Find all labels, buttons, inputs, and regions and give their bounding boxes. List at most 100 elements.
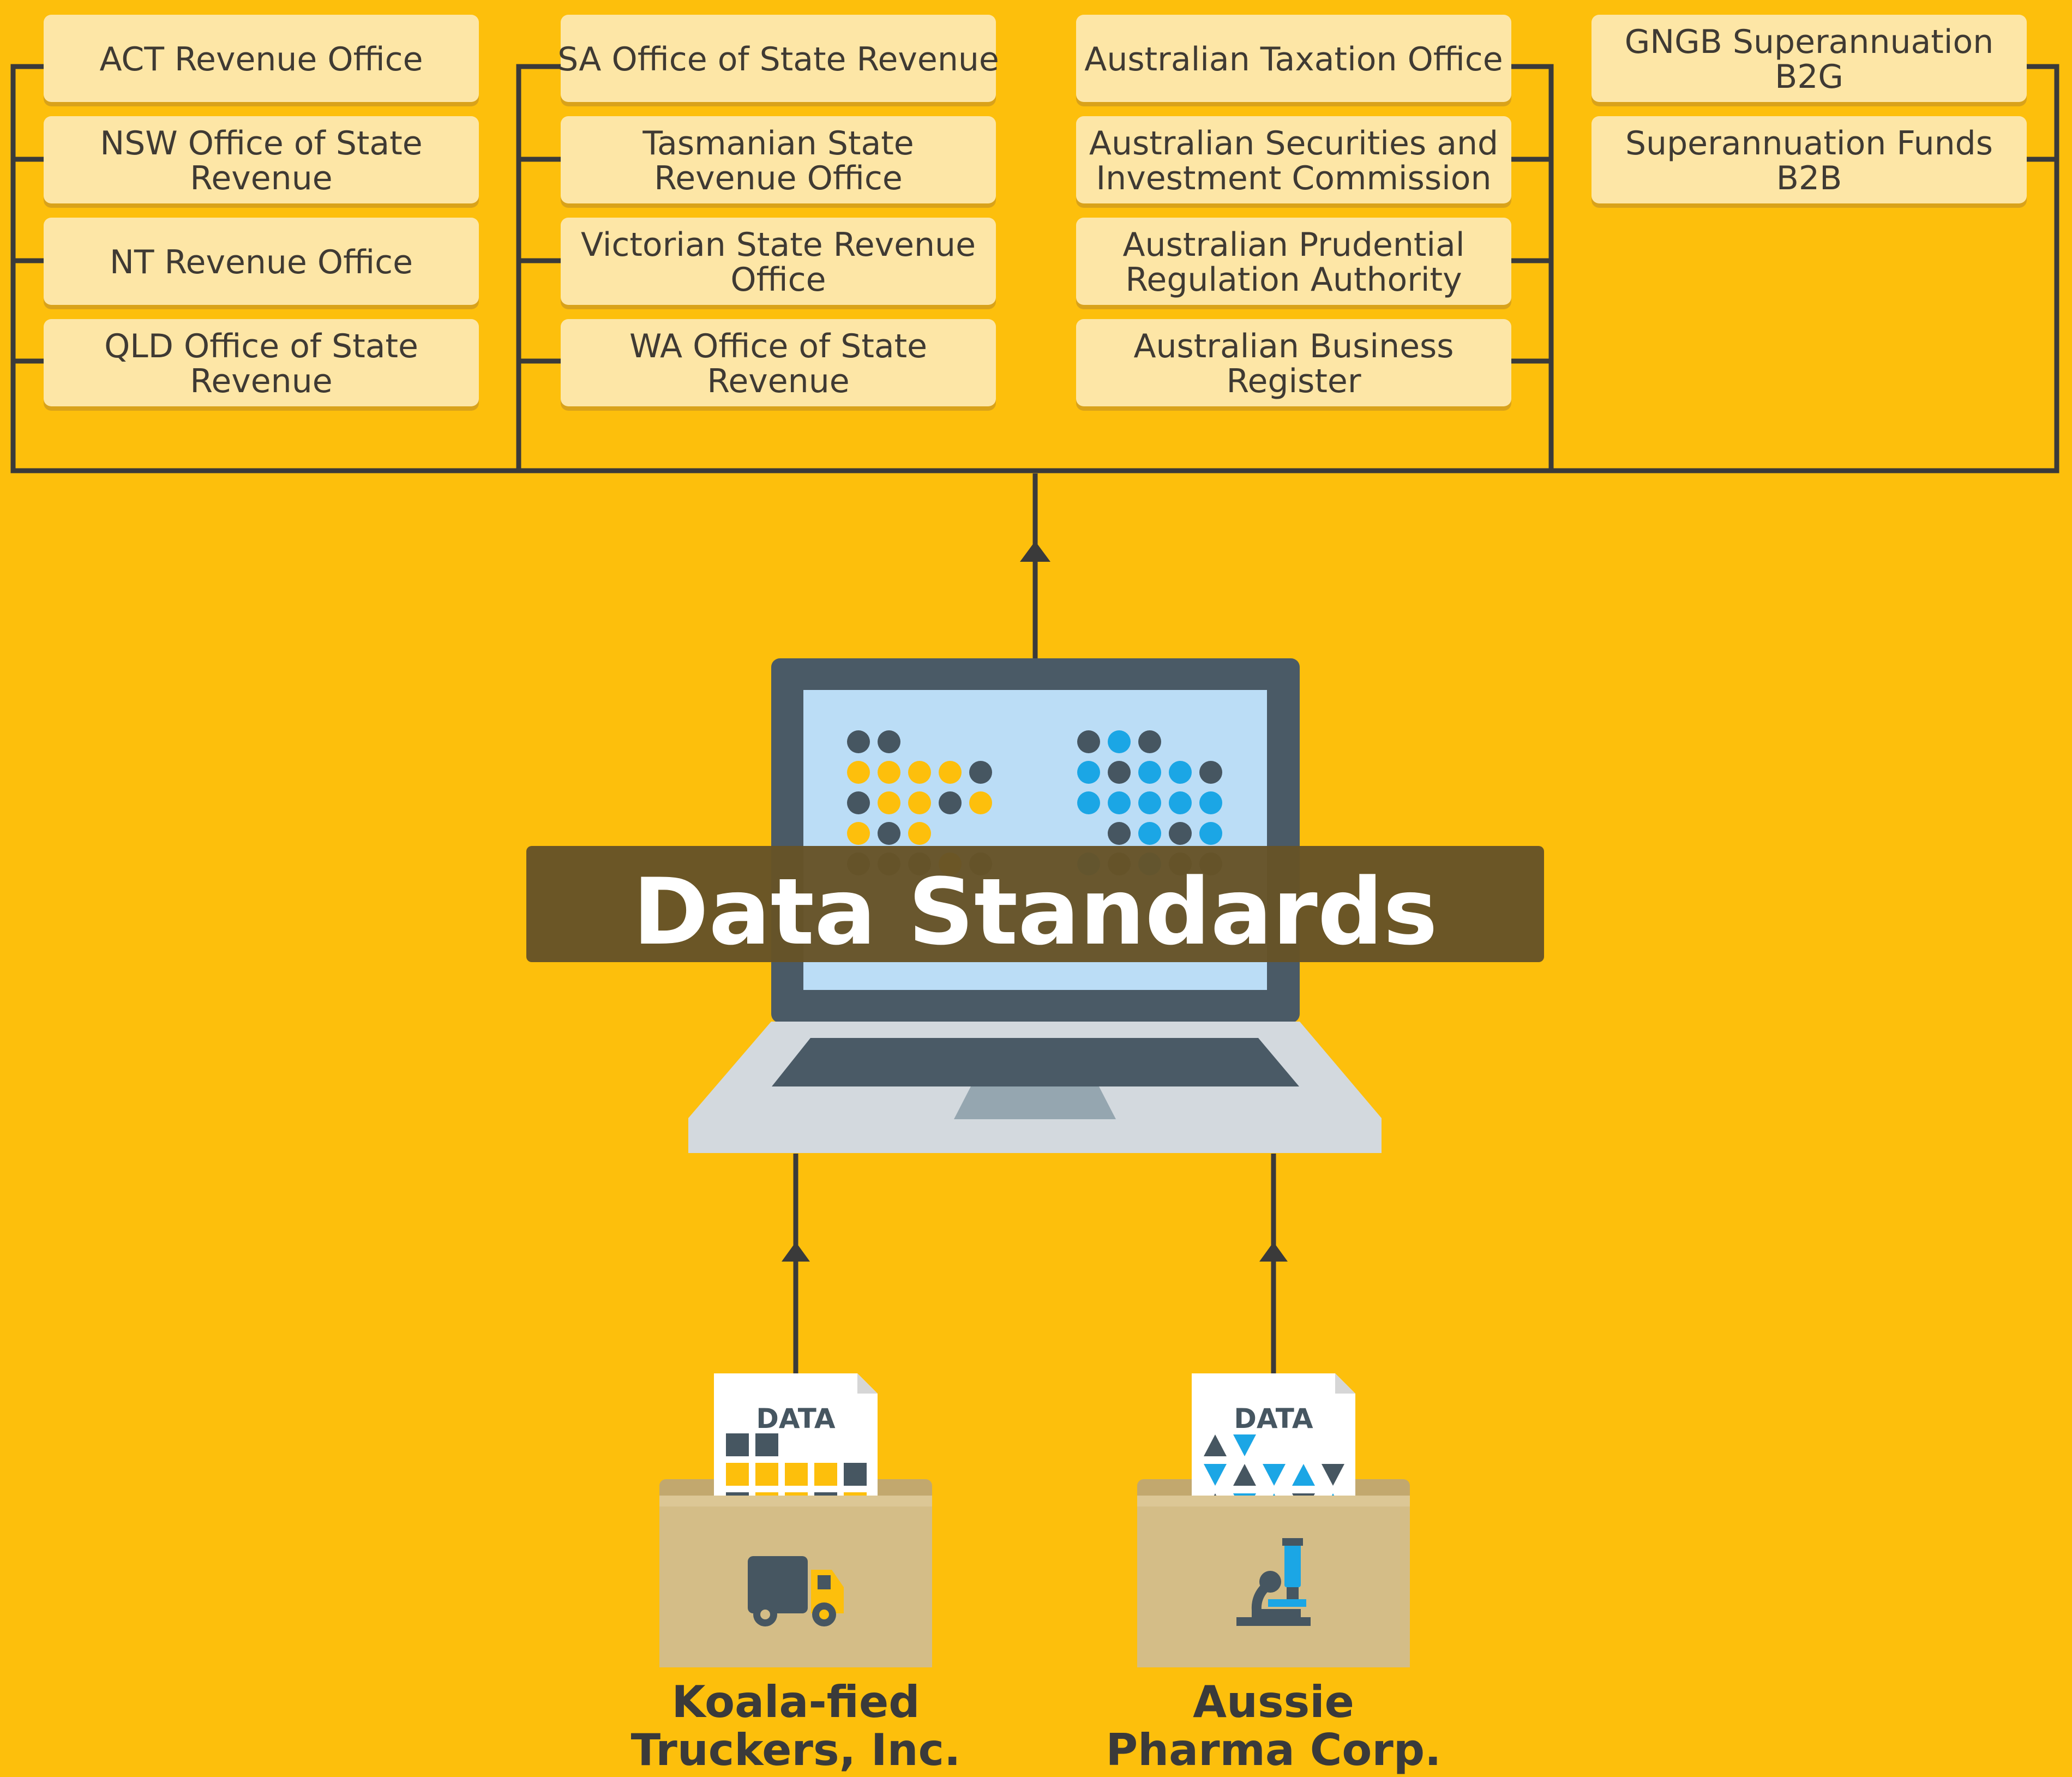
- agency-name: Australian Business: [1133, 327, 1454, 365]
- screen-dot: [1169, 791, 1192, 814]
- doc-data-triangle: [1204, 1434, 1227, 1456]
- screen-dot: [1169, 822, 1192, 845]
- agency-name: Australian Prudential: [1123, 226, 1465, 264]
- agency-name: Investment Commission: [1096, 159, 1491, 197]
- screen-dot: [1138, 791, 1161, 814]
- agency-name: Revenue: [190, 362, 332, 400]
- agency-name: WA Office of State: [629, 327, 927, 365]
- bus-connectors: [10, 64, 2059, 473]
- agency-name: Revenue: [707, 362, 849, 400]
- screen-dot: [908, 822, 931, 845]
- agency-name: Office: [730, 261, 826, 299]
- doc-data-square: [726, 1433, 749, 1456]
- doc-data-square: [844, 1463, 867, 1486]
- screen-dot: [1199, 791, 1222, 814]
- screen-dot: [939, 791, 962, 814]
- screen-dot: [847, 761, 870, 784]
- screen-dot: [1077, 791, 1100, 814]
- agency-name: NT Revenue Office: [110, 243, 413, 281]
- arrow-to-agencies: [1020, 473, 1050, 663]
- screen-dot: [1199, 761, 1222, 784]
- agency-name: QLD Office of State: [104, 327, 418, 365]
- source-name: Pharma Corp.: [1106, 1725, 1442, 1775]
- screen-dot: [1108, 791, 1131, 814]
- agency-name: Australian Securities and: [1089, 124, 1498, 163]
- screen-dot: [1199, 822, 1222, 845]
- agency-box: SA Office of State Revenue: [557, 15, 999, 106]
- hub-title: Data Standards: [633, 859, 1438, 965]
- arrow-from-source-1: [782, 1154, 810, 1373]
- screen-dot: [847, 791, 870, 814]
- screen-dot: [1077, 761, 1100, 784]
- agency-box: ACT Revenue Office: [44, 15, 479, 106]
- source-name: Aussie: [1193, 1677, 1354, 1727]
- agency-name: Revenue Office: [654, 159, 903, 197]
- agency-name: ACT Revenue Office: [99, 40, 423, 79]
- screen-dot: [847, 730, 870, 753]
- agency-name: B2B: [1776, 159, 1842, 197]
- screen-dot: [908, 761, 931, 784]
- screen-dot: [1138, 822, 1161, 845]
- source-name: Truckers, Inc.: [631, 1725, 961, 1775]
- doc-data-triangle: [1204, 1464, 1227, 1486]
- agency-name: B2G: [1775, 58, 1843, 96]
- screen-dot: [1138, 730, 1161, 753]
- agency-name: Superannuation Funds: [1625, 124, 1993, 163]
- doc-data-triangle: [1263, 1464, 1286, 1486]
- agency-name: SA Office of State Revenue: [557, 40, 999, 79]
- agency-name: Tasmanian State: [642, 124, 914, 163]
- agency-name: NSW Office of State: [100, 124, 422, 163]
- screen-dot: [1108, 730, 1131, 753]
- doc-data-square: [785, 1463, 808, 1486]
- agency-name: GNGB Superannuation: [1625, 23, 1993, 61]
- screen-dot: [908, 791, 931, 814]
- doc-data-triangle: [1322, 1464, 1344, 1486]
- screen-dot: [1108, 761, 1131, 784]
- doc-data-square: [814, 1463, 837, 1486]
- agency-name: Australian Taxation Office: [1084, 40, 1503, 79]
- doc-data-square: [755, 1463, 778, 1486]
- screen-dot: [939, 761, 962, 784]
- agency-name: Revenue: [190, 159, 332, 197]
- screen-dot: [1169, 761, 1192, 784]
- screen-dot: [878, 822, 900, 845]
- truck-icon: [748, 1556, 844, 1626]
- agency-name: Regulation Authority: [1125, 261, 1462, 299]
- title-banner: Data Standards: [526, 846, 1544, 965]
- screen-dot: [878, 761, 900, 784]
- screen-dot: [847, 822, 870, 845]
- agency-box: Australian Taxation Office: [1076, 15, 1511, 106]
- agency-name: Register: [1226, 362, 1361, 400]
- screen-dot: [969, 761, 992, 784]
- screen-dot: [878, 791, 900, 814]
- agency-name: Victorian State Revenue: [581, 226, 976, 264]
- doc-data-triangle: [1233, 1464, 1256, 1486]
- doc-data-square: [755, 1433, 778, 1456]
- doc-label: DATA: [1234, 1403, 1313, 1434]
- arrow-from-source-2: [1259, 1154, 1288, 1373]
- doc-data-triangle: [1292, 1464, 1315, 1486]
- doc-data-triangle: [1233, 1434, 1256, 1456]
- screen-dot: [969, 791, 992, 814]
- screen-dot: [1108, 822, 1131, 845]
- doc-label: DATA: [756, 1403, 836, 1434]
- screen-dot: [878, 730, 900, 753]
- screen-dot: [1138, 761, 1161, 784]
- doc-data-square: [726, 1463, 749, 1486]
